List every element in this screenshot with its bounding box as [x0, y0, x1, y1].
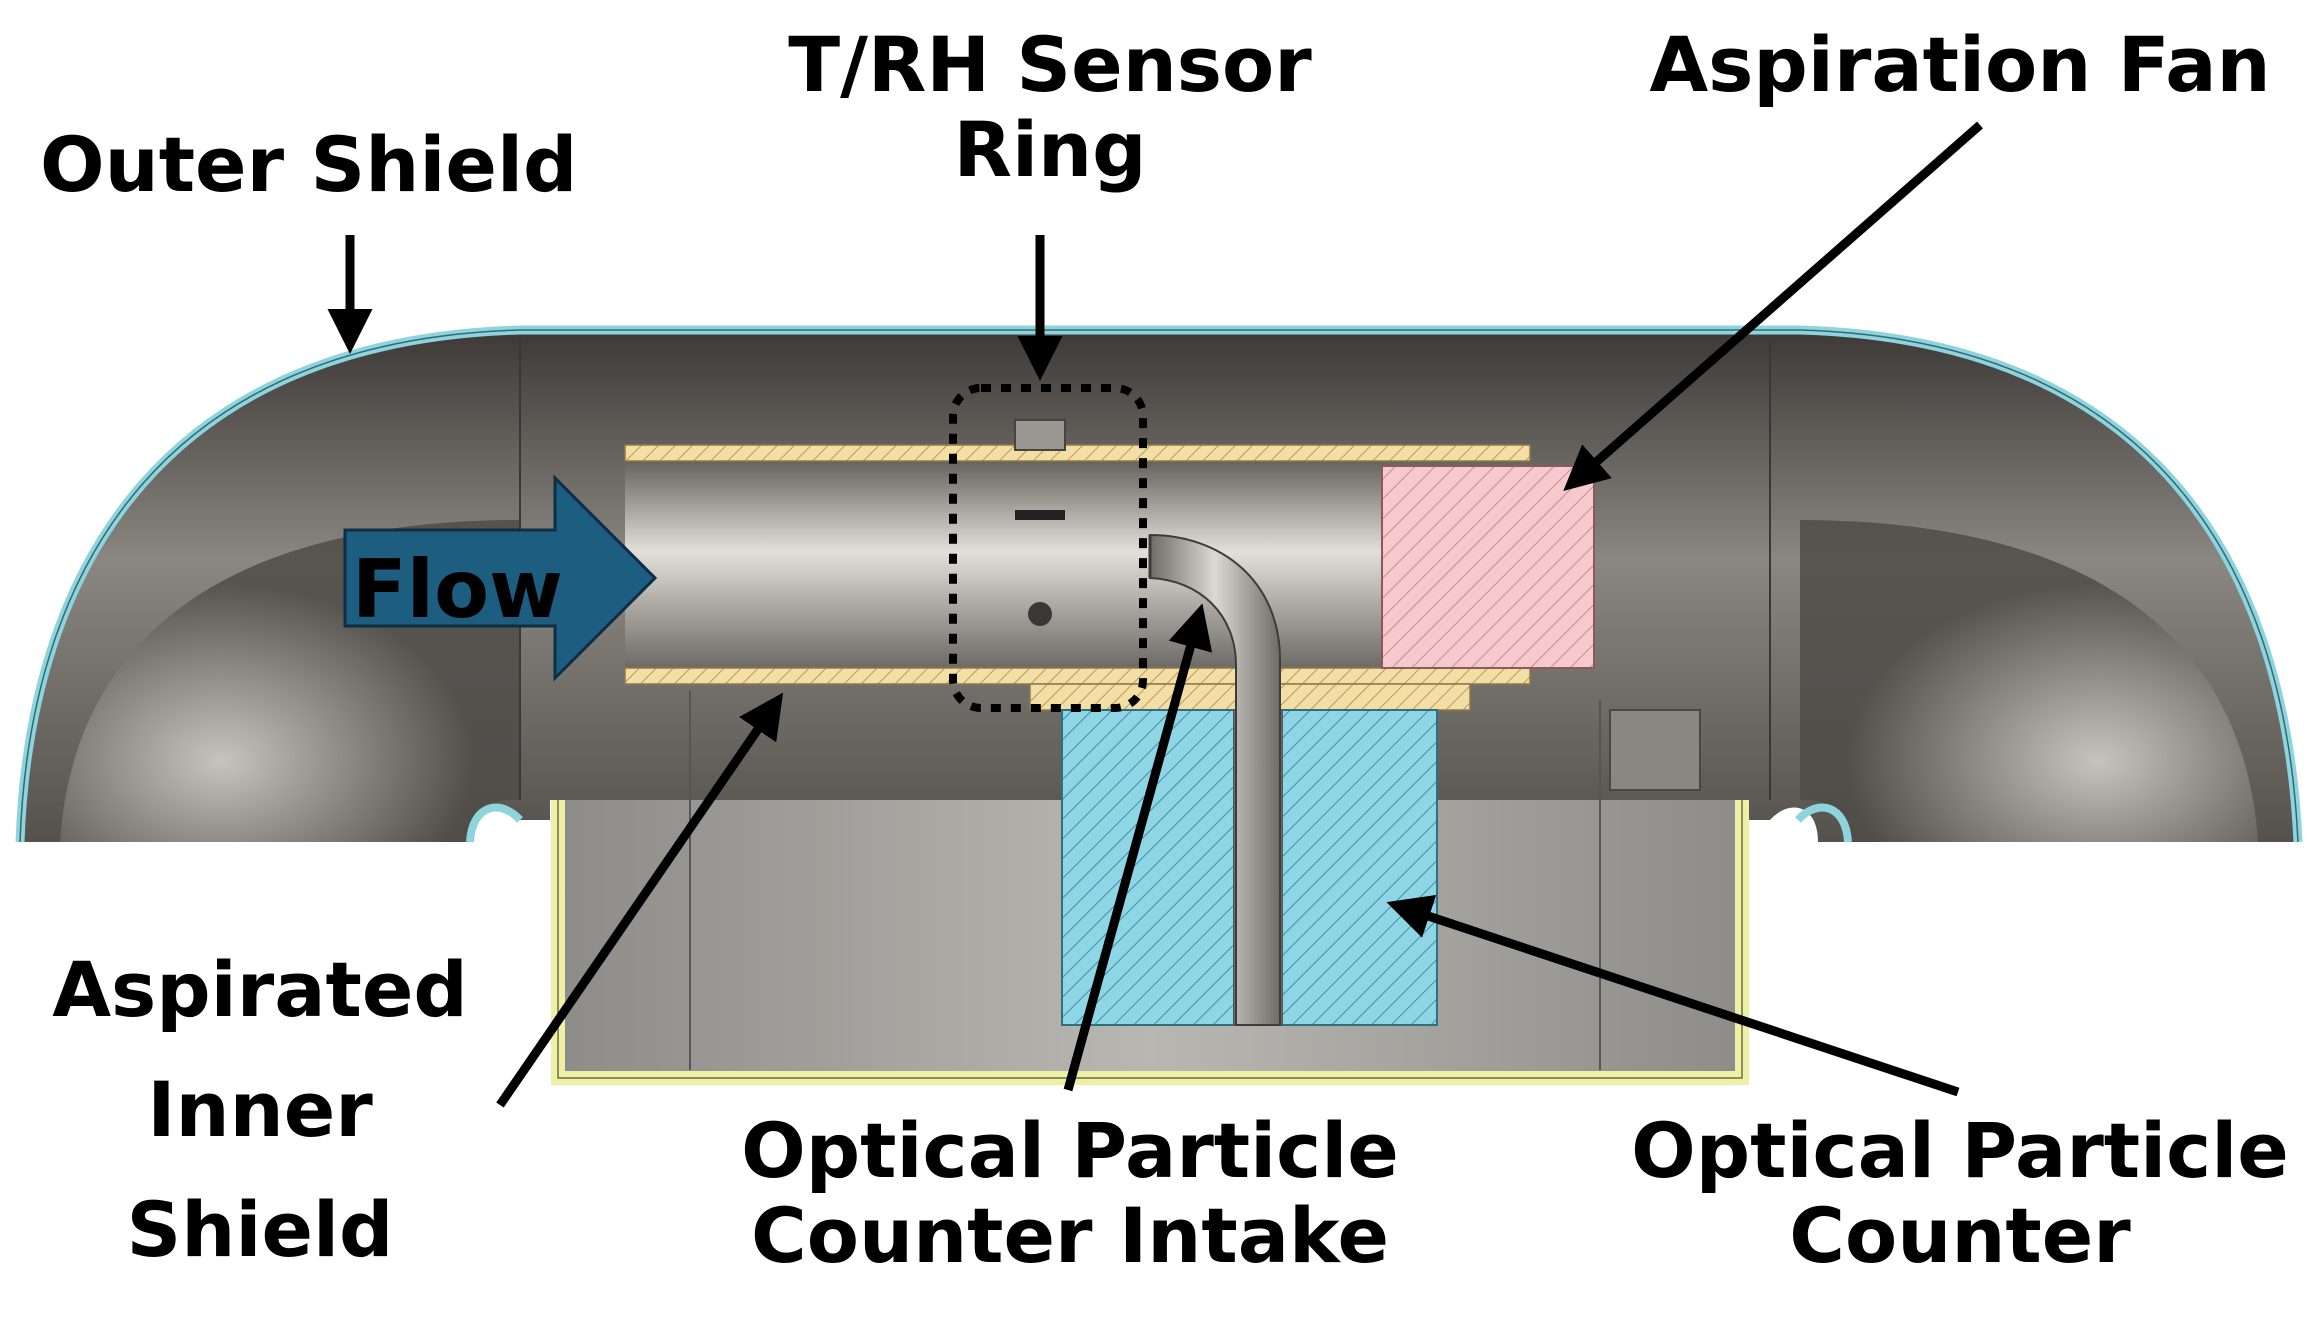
- arrow-opc: [1386, 894, 1960, 1097]
- label-fan-text: Aspiration Fan: [1649, 20, 2271, 109]
- label-inner-line1: Aspirated: [52, 945, 468, 1034]
- label-opc-intake-line1: Optical Particle: [741, 1106, 1399, 1195]
- flow-arrow: [343, 474, 658, 682]
- label-inner-line2: Inner: [147, 1065, 373, 1155]
- arrow-aspiration-fan: [1563, 121, 1983, 491]
- label-trh-sensor-ring: T/RH Sensor Ring: [700, 22, 1400, 192]
- inner-shield-tube: [624, 419, 1531, 711]
- optical-particle-counter: [1061, 709, 1438, 1026]
- label-trh-line1: T/RH Sensor: [788, 20, 1312, 109]
- arrow-opc-intake: [1063, 603, 1213, 1092]
- label-aspiration-fan: Aspiration Fan: [1600, 22, 2320, 107]
- label-opc-line2: Counter: [1789, 1191, 2131, 1281]
- label-aspirated-inner-shield: Aspirated Inner Shield: [20, 930, 500, 1290]
- label-inner-line3: Shield: [126, 1185, 394, 1275]
- label-outer-shield-text: Outer Shield: [40, 120, 578, 209]
- label-flow: Flow: [352, 543, 563, 636]
- opc-intake-pipe: [1148, 533, 1281, 1026]
- label-outer-shield: Outer Shield: [40, 122, 660, 207]
- label-opc: Optical Particle Counter: [1610, 1108, 2310, 1278]
- label-opc-intake-line2: Counter Intake: [750, 1191, 1390, 1281]
- trh-sensor-ring-outline: [949, 384, 1147, 712]
- label-opc-line1: Optical Particle: [1631, 1106, 2289, 1195]
- aspiration-fan: [1381, 465, 1595, 669]
- arrow-inner-shield: [496, 692, 784, 1108]
- callout-arrows: [327, 121, 1983, 1108]
- label-opc-intake: Optical Particle Counter Intake: [680, 1108, 1460, 1278]
- label-trh-line2: Ring: [953, 105, 1147, 195]
